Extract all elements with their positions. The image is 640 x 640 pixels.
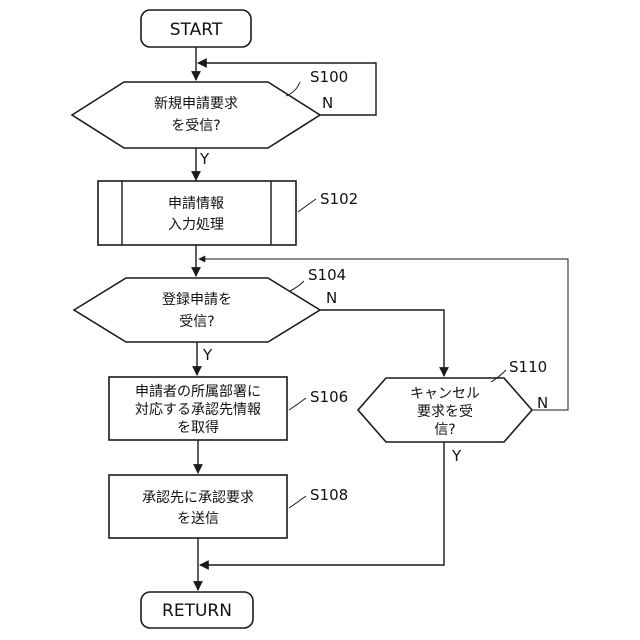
process-s102-line1: 申請情報 — [168, 196, 224, 212]
process-s102: 申請情報 入力処理 S102 — [98, 181, 358, 245]
decision-s110-line3: 信? — [434, 422, 455, 438]
decision-s104-line2: 受信? — [179, 314, 214, 330]
process-s106: 申請者の所属部署に 対応する承認先情報 を取得 S106 — [109, 377, 348, 440]
decision-s110: キャンセル 要求を受 信? S110 N Y — [358, 358, 548, 465]
process-s108-line1: 承認先に承認要求 — [142, 490, 254, 506]
process-s102-shape — [98, 181, 296, 245]
decision-s110-ref: S110 — [509, 358, 547, 376]
start-label: START — [170, 20, 223, 40]
decision-s104-ref-leader — [290, 281, 304, 291]
decision-s110-line2: 要求を受 — [417, 404, 473, 420]
decision-s100-shape — [72, 82, 320, 148]
decision-s104-shape — [74, 278, 320, 342]
process-s106-line1: 申請者の所属部署に — [135, 384, 261, 400]
process-s108-line2: を送信 — [177, 511, 219, 527]
process-s106-ref-leader — [289, 398, 306, 410]
decision-s110-line1: キャンセル — [410, 386, 480, 402]
decision-s104-ref: S104 — [308, 266, 346, 284]
decision-s104-line1: 登録申請を — [162, 292, 232, 308]
decision-s104-yes: Y — [202, 346, 213, 364]
process-s106-line3: を取得 — [177, 419, 219, 436]
decision-s104: 登録申請を 受信? S104 N Y — [74, 266, 346, 364]
connector-s104-no-s110 — [320, 310, 444, 376]
return-label: RETURN — [162, 601, 232, 621]
decision-s104-no: N — [326, 289, 337, 307]
process-s108-shape — [109, 475, 287, 538]
process-s108-ref-leader — [289, 496, 306, 508]
start-terminal: START — [141, 10, 251, 47]
decision-s100-line2: を受信? — [171, 118, 220, 134]
decision-s100: 新規申請要求 を受信? S100 N Y — [72, 68, 348, 168]
process-s108: 承認先に承認要求 を送信 S108 — [109, 475, 348, 538]
decision-s100-no: N — [322, 94, 333, 112]
process-s106-line2: 対応する承認先情報 — [135, 402, 261, 418]
decision-s100-line1: 新規申請要求 — [154, 96, 238, 112]
process-s108-ref: S108 — [310, 486, 348, 504]
process-s102-ref: S102 — [320, 190, 358, 208]
process-s102-line2: 入力処理 — [168, 217, 224, 233]
decision-s100-yes: Y — [199, 150, 210, 168]
decision-s110-yes: Y — [451, 447, 462, 465]
decision-s110-no: N — [537, 394, 548, 412]
decision-s100-ref: S100 — [310, 68, 348, 86]
process-s102-ref-leader — [298, 199, 316, 212]
process-s106-ref: S106 — [310, 388, 348, 406]
return-terminal: RETURN — [141, 592, 253, 628]
